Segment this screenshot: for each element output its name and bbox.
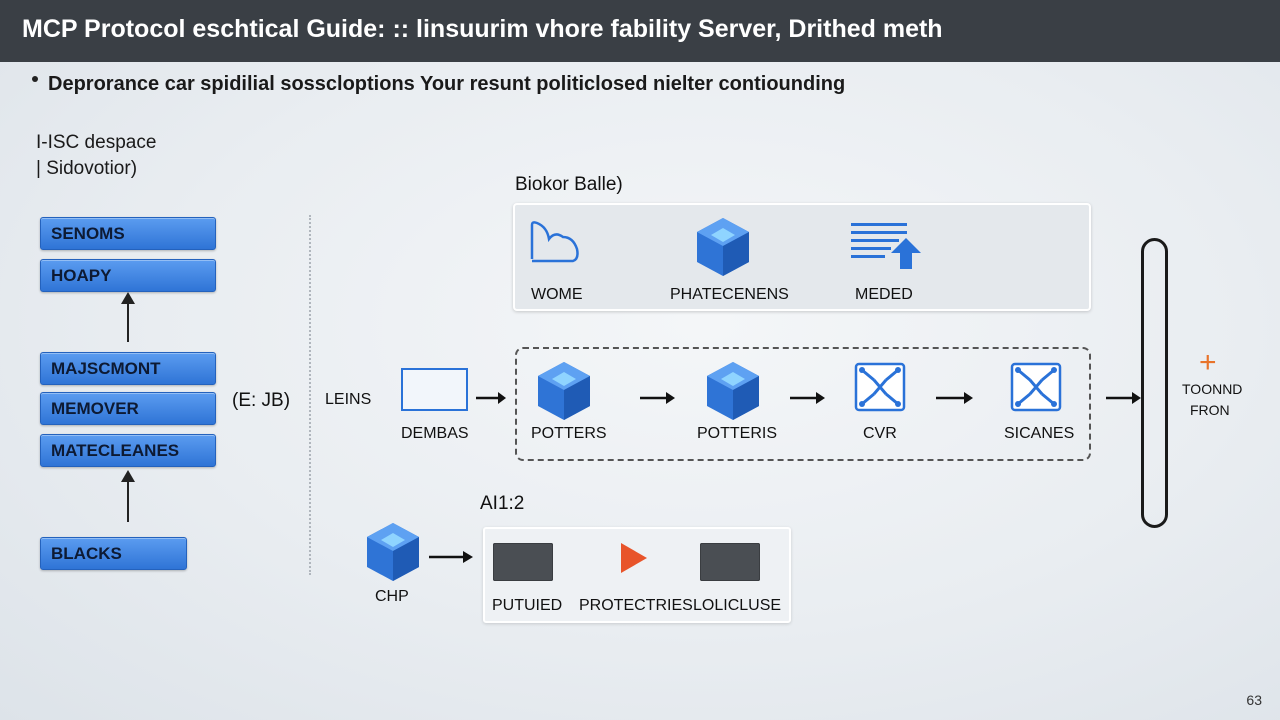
cube-icon[interactable] — [536, 360, 592, 422]
senoms-button[interactable]: SENOMS — [40, 217, 216, 250]
output-pill — [1141, 238, 1168, 528]
memover-button[interactable]: MEMOVER — [40, 392, 216, 425]
page-number: 63 — [1246, 692, 1262, 708]
toonnd-label: TOONND — [1182, 381, 1243, 397]
loliclose-box[interactable] — [700, 543, 760, 581]
bottom-group-title: AI1:2 — [480, 493, 525, 514]
hoapy-button[interactable]: HOAPY — [40, 259, 216, 292]
play-icon[interactable] — [621, 543, 647, 573]
majscmont-button[interactable]: MAJSCMONT — [40, 352, 216, 385]
cube-icon[interactable] — [695, 216, 751, 278]
mid-group-panel — [515, 347, 1091, 461]
leins-label: LEINS — [325, 391, 372, 408]
top-group-panel — [513, 203, 1091, 311]
list-upload-icon — [851, 223, 921, 269]
arrow-right-icon — [790, 392, 825, 404]
cvr-label: CVR — [863, 425, 897, 442]
phatecenens-label: PHATECENENS — [670, 286, 789, 303]
putuied-box[interactable] — [493, 543, 553, 581]
vertical-divider — [309, 215, 311, 575]
chp-label: CHP — [375, 588, 409, 605]
blacks-button[interactable]: BLACKS — [40, 537, 187, 570]
arrow-right-icon — [429, 551, 473, 563]
left-heading-line2: | Sidovotior) — [36, 158, 138, 179]
potteris-label: POTTERIS — [697, 425, 778, 442]
arrow-up-icon — [121, 470, 135, 482]
subtitle-bullet: Deprorance car spidilial sosscloptions Y… — [32, 73, 845, 96]
cube-icon[interactable] — [705, 360, 761, 422]
plus-icon[interactable]: + — [1199, 346, 1217, 379]
dembas-box[interactable] — [401, 368, 468, 411]
protectries-label: PROTECTRIES — [579, 597, 693, 614]
arrow-right-icon — [936, 392, 973, 404]
cube-icon[interactable] — [365, 521, 421, 583]
ejb-label: (E: JB) — [232, 390, 291, 411]
top-group-title: Biokor Balle) — [515, 174, 623, 195]
connector-line — [127, 302, 129, 342]
wome-label: WOME — [531, 286, 583, 303]
potters-label: POTTERS — [531, 425, 607, 442]
left-panel-heading: I-ISC despace | Sidovotior) — [36, 130, 156, 182]
arrow-right-icon — [640, 392, 675, 404]
bullet-dot — [32, 75, 38, 82]
node-graph-icon[interactable] — [1010, 362, 1062, 412]
cloud-outline-icon — [530, 221, 579, 263]
arrow-right-icon — [476, 392, 506, 404]
left-heading-line1: I-ISC despace — [36, 132, 157, 153]
dembas-label: DEMBAS — [401, 425, 469, 442]
arrow-up-icon — [121, 292, 135, 304]
page-title: MCP Protocol eschtical Guide: :: linsuur… — [0, 0, 1280, 62]
subtitle-text: Deprorance car spidilial sosscloptions Y… — [48, 73, 846, 95]
connector-line — [127, 480, 129, 522]
arrow-right-icon — [1106, 392, 1141, 404]
loliclose-label: LOLICLUSE — [693, 597, 782, 614]
mateclenes-button[interactable]: MATECLEANES — [40, 434, 216, 467]
sicanes-label: SICANES — [1004, 425, 1075, 442]
fron-label: FRON — [1190, 402, 1230, 418]
putuied-label: PUTUIED — [492, 597, 563, 614]
meded-label: MEDED — [855, 286, 913, 303]
node-graph-icon[interactable] — [854, 362, 906, 412]
